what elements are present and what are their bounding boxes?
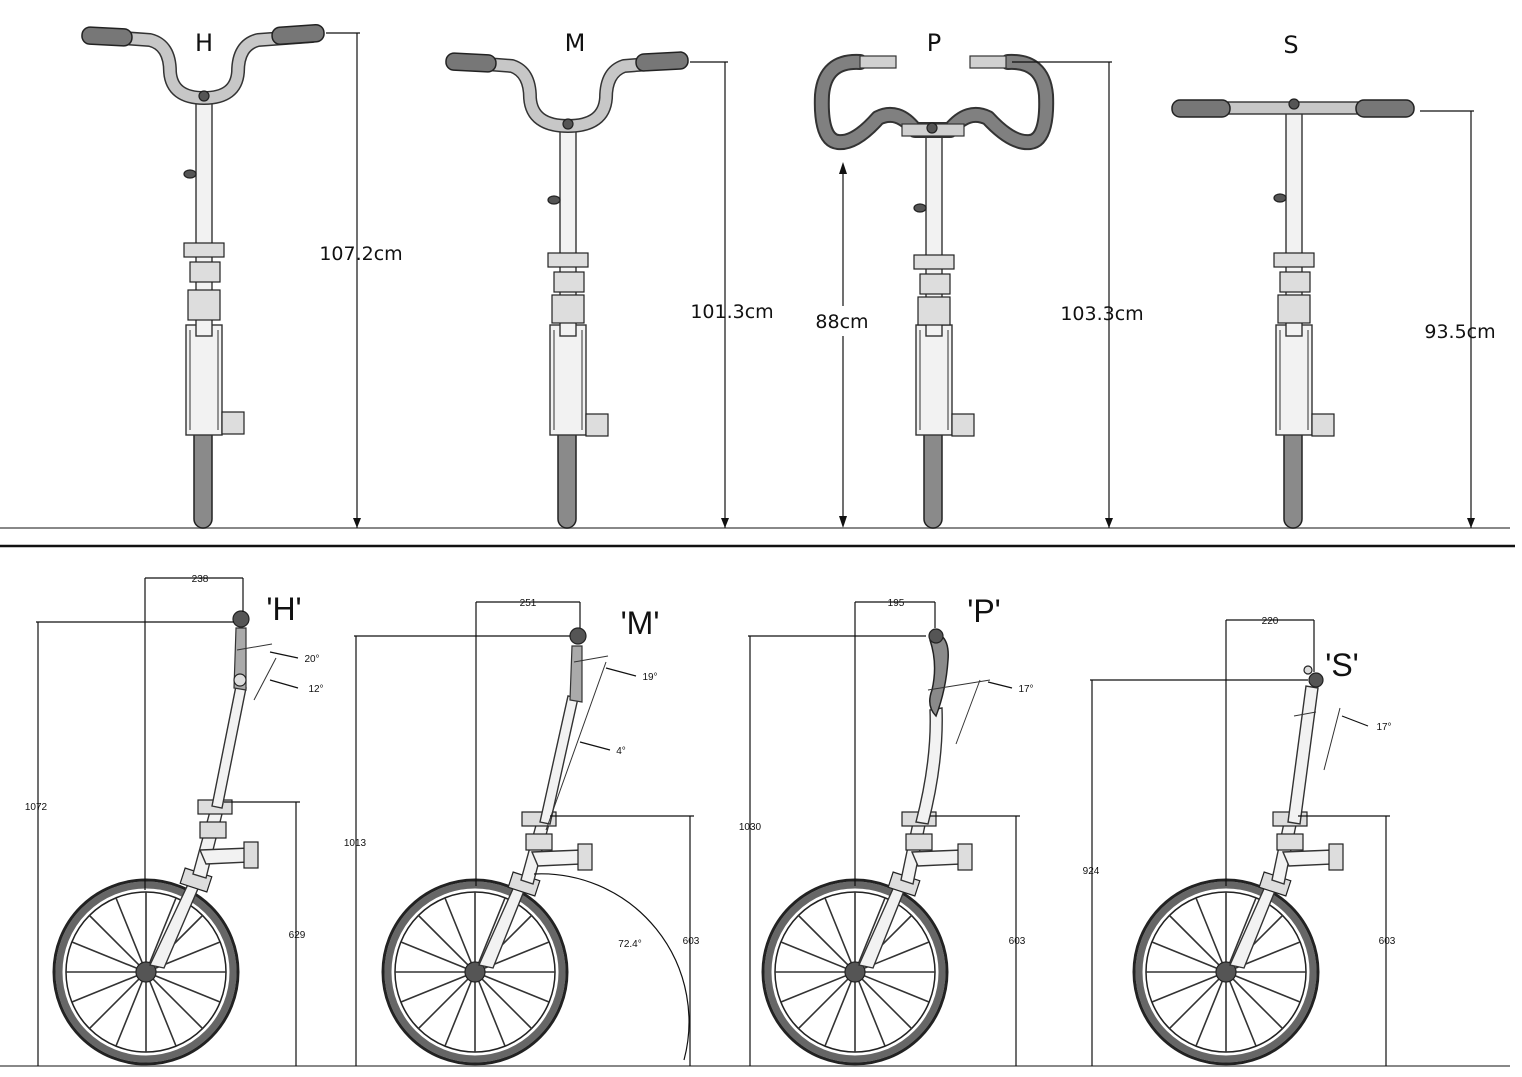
side-angle2-m: 4°: [616, 746, 626, 757]
side-reach-s: 220: [1262, 616, 1279, 627]
side-height-h: 1072: [25, 802, 48, 813]
front-grip-height-p: 88cm: [815, 311, 868, 333]
side-dims-s: [1090, 619, 1390, 1066]
side-angle1-p: 17°: [1018, 684, 1033, 695]
side-view-h: [52, 610, 277, 1066]
side-label-m: 'M': [621, 605, 660, 641]
side-head-angle-m: 72.4°: [618, 939, 641, 950]
front-dim-p: [1012, 61, 1113, 528]
front-view-m: [445, 51, 689, 529]
side-height-m: 1013: [344, 838, 367, 849]
front-dim-m: [690, 61, 729, 528]
front-dim-s: [1420, 110, 1475, 528]
side-dims-p: [748, 601, 1020, 1066]
side-seat-s: 603: [1379, 936, 1396, 947]
front-view-h: [81, 23, 325, 529]
side-reach-m: 251: [520, 598, 537, 609]
front-height-p: 103.3cm: [1060, 303, 1143, 325]
side-label-h: 'H': [266, 591, 301, 627]
front-height-h: 107.2cm: [319, 243, 402, 265]
side-angle1-s: 17°: [1376, 722, 1391, 733]
front-label-p: P: [927, 29, 941, 57]
front-view-p: [813, 53, 1055, 529]
side-seat-p: 603: [1009, 936, 1026, 947]
side-label-p: 'P': [967, 593, 1001, 629]
front-height-s: 93.5cm: [1424, 321, 1495, 343]
front-height-m: 101.3cm: [690, 301, 773, 323]
front-grip-label-bg: [808, 306, 876, 336]
front-label-s: S: [1283, 31, 1298, 59]
side-angle1-h: 20°: [304, 654, 319, 665]
front-label-h: H: [195, 29, 213, 57]
side-angle1-m: 19°: [642, 672, 657, 683]
side-reach-p: 195: [888, 598, 905, 609]
side-seat-m: 603: [683, 936, 700, 947]
side-height-s: 924: [1083, 866, 1100, 877]
front-dim-p-grip: [839, 162, 847, 528]
side-seat-h: 629: [289, 930, 306, 941]
side-height-p: 1030: [739, 822, 762, 833]
side-view-s: [1132, 665, 1344, 1066]
side-label-s: 'S': [1325, 647, 1359, 683]
side-dims-h: [36, 577, 300, 1066]
front-dim-h: [326, 32, 361, 528]
front-view-s: [1171, 98, 1415, 529]
side-reach-h: 238: [192, 574, 209, 585]
side-view-p: [761, 628, 991, 1066]
side-angle2-h: 12°: [308, 684, 323, 695]
side-dims-m: [354, 601, 694, 1066]
side-view-m: [381, 627, 690, 1066]
front-label-m: M: [565, 29, 586, 57]
